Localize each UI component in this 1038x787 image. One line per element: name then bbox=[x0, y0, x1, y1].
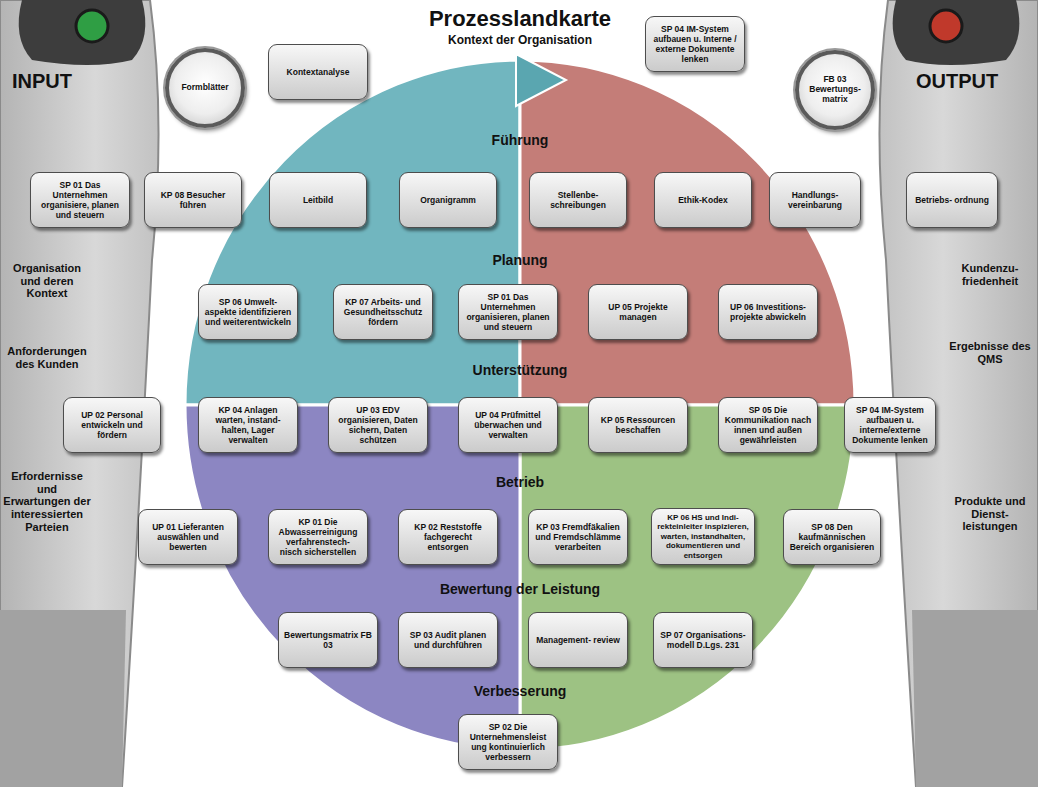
process-box: SP 02 Die Unternehmensleist ung kontinui… bbox=[458, 714, 558, 770]
input-label: Erfordernisse und Erwartungen der intere… bbox=[2, 470, 92, 533]
output-heading: OUTPUT bbox=[916, 70, 1034, 93]
joystick-cap bbox=[893, 0, 1020, 65]
left-grip bbox=[0, 0, 159, 787]
input-label: Organisation und deren Kontext bbox=[2, 262, 92, 300]
process-box: SP 04 IM-System aufbauen u. Interne / ex… bbox=[645, 16, 745, 72]
section-heading: Bewertung der Leistung bbox=[400, 581, 640, 597]
box-label: Organigramm bbox=[405, 195, 491, 205]
box-label: KP 07 Arbeits- und Gesundheitsschutz för… bbox=[339, 297, 427, 327]
box-label: SP 04 IM-System aufbauen u. interne/exte… bbox=[850, 405, 930, 445]
process-box: KP 08 Besucher führen bbox=[144, 172, 242, 228]
process-box: Organigramm bbox=[399, 172, 497, 228]
process-box: SP 08 Den kaufmännischen Bereich organis… bbox=[783, 509, 881, 565]
process-box: UP 05 Projekte managen bbox=[588, 284, 688, 340]
box-label: SP 06 Umwelt- aspekte identifizieren und… bbox=[204, 297, 292, 327]
box-label: SP 08 Den kaufmännischen Bereich organis… bbox=[789, 522, 875, 552]
box-label: SP 07 Organisations- modell D.Lgs. 231 bbox=[659, 630, 747, 650]
box-label: KP 02 Reststoffe fachgerecht entsorgen bbox=[404, 522, 492, 552]
cycle-arrowhead bbox=[516, 54, 566, 106]
process-box: UP 02 Personal entwickeln und fördern bbox=[63, 397, 161, 453]
box-label: UP 03 EDV organisieren, Daten sichern, D… bbox=[334, 405, 422, 445]
process-box: SP 06 Umwelt- aspekte identifizieren und… bbox=[198, 284, 298, 340]
box-label: SP 05 Die Kommunikation nach innen und a… bbox=[724, 405, 812, 445]
process-box: SP 01 Das Unternehmen organisieren, plan… bbox=[458, 284, 558, 340]
process-box: UP 06 Investitions- projekte abwickeln bbox=[718, 284, 818, 340]
process-box: UP 04 Prüfmittel überwachen und verwalte… bbox=[458, 397, 558, 453]
process-box: SP 03 Audit planen und durchführen bbox=[398, 612, 498, 668]
green-button bbox=[76, 10, 108, 42]
section-heading: Führung bbox=[400, 132, 640, 148]
box-label: Leitbild bbox=[275, 195, 361, 205]
process-box: SP 01 Das Unternehmen organisiere, plane… bbox=[30, 172, 130, 228]
process-box: SP 05 Die Kommunikation nach innen und a… bbox=[718, 397, 818, 453]
diagram-title: Prozesslandkarte bbox=[370, 6, 670, 31]
box-label: Ethik-Kodex bbox=[660, 195, 746, 205]
process-box: KP 03 Fremdfäkalien und Fremdschlämme ve… bbox=[528, 509, 628, 565]
process-box: KP 01 Die Abwasserreinigung verfahrenste… bbox=[268, 509, 368, 565]
box-label: UP 02 Personal entwickeln und fördern bbox=[69, 410, 155, 440]
box-label: SP 01 Das Unternehmen organisiere, plane… bbox=[36, 180, 124, 220]
process-box: KP 02 Reststoffe fachgerecht entsorgen bbox=[398, 509, 498, 565]
process-box: Kontextanalyse bbox=[268, 44, 368, 100]
process-box: KP 07 Arbeits- und Gesundheitsschutz för… bbox=[333, 284, 433, 340]
output-label: Kundenzu- friedenheit bbox=[944, 262, 1036, 287]
grip-base bbox=[912, 610, 1038, 787]
joystick-cap bbox=[19, 0, 146, 65]
gauge-node: Formblätter bbox=[165, 48, 245, 128]
process-box: Ethik-Kodex bbox=[654, 172, 752, 228]
right-grip bbox=[879, 0, 1038, 787]
box-label: UP 04 Prüfmittel überwachen und verwalte… bbox=[464, 410, 552, 440]
process-box: UP 03 EDV organisieren, Daten sichern, D… bbox=[328, 397, 428, 453]
box-label: UP 01 Lieferanten auswählen und bewerten bbox=[144, 522, 232, 552]
box-label: KP 04 Anlagen warten, instand- halten, L… bbox=[204, 405, 292, 445]
grip-base bbox=[0, 610, 126, 787]
output-label: Ergebnisse des QMS bbox=[944, 340, 1036, 365]
box-label: KP 05 Ressourcen beschaffen bbox=[594, 415, 682, 435]
box-label: Bewertungsmatrix FB 03 bbox=[284, 630, 372, 650]
box-label: SP 03 Audit planen und durchführen bbox=[404, 630, 492, 650]
box-label: Handlungs- vereinbarung bbox=[775, 190, 855, 210]
process-box: SP 07 Organisations- modell D.Lgs. 231 bbox=[653, 612, 753, 668]
process-box: Betriebs- ordnung bbox=[906, 172, 998, 228]
box-label: FB 03 Bewertungs- matrix bbox=[809, 75, 861, 104]
box-label: Kontextanalyse bbox=[274, 67, 362, 77]
section-heading: Verbesserung bbox=[400, 683, 640, 699]
box-label: Betriebs- ordnung bbox=[912, 195, 992, 205]
pdca-quarter bbox=[520, 405, 855, 750]
box-label: UP 05 Projekte managen bbox=[594, 302, 682, 322]
red-button bbox=[930, 10, 962, 42]
section-heading: Betrieb bbox=[400, 474, 640, 490]
box-label: Management- review bbox=[534, 635, 622, 645]
gauge-node: FB 03 Bewertungs- matrix bbox=[795, 50, 875, 130]
subtitle: Kontext der Organisation bbox=[370, 34, 670, 48]
process-box: Management- review bbox=[528, 612, 628, 668]
process-box: SP 04 IM-System aufbauen u. interne/exte… bbox=[844, 397, 936, 453]
box-label: Stellenbe- schreibungen bbox=[535, 190, 621, 210]
box-label: KP 06 HS und Indi- rekteinleiter inspizi… bbox=[657, 513, 749, 560]
process-box: UP 01 Lieferanten auswählen und bewerten bbox=[138, 509, 238, 565]
process-box: KP 06 HS und Indi- rekteinleiter inspizi… bbox=[651, 508, 755, 565]
box-label: KP 03 Fremdfäkalien und Fremdschlämme ve… bbox=[534, 522, 622, 552]
process-box: Bewertungsmatrix FB 03 bbox=[278, 612, 378, 668]
box-label: SP 02 Die Unternehmensleist ung kontinui… bbox=[464, 722, 552, 762]
box-label: SP 01 Das Unternehmen organisieren, plan… bbox=[464, 292, 552, 332]
process-box: Handlungs- vereinbarung bbox=[769, 172, 861, 228]
output-label: Produkte und Dienst- leistungen bbox=[944, 495, 1036, 533]
process-box: KP 04 Anlagen warten, instand- halten, L… bbox=[198, 397, 298, 453]
box-label: KP 08 Besucher führen bbox=[150, 190, 236, 210]
process-box: Stellenbe- schreibungen bbox=[529, 172, 627, 228]
box-label: KP 01 Die Abwasserreinigung verfahrenste… bbox=[274, 517, 362, 557]
box-label: UP 06 Investitions- projekte abwickeln bbox=[724, 302, 812, 322]
section-heading: Planung bbox=[400, 252, 640, 268]
process-box: Leitbild bbox=[269, 172, 367, 228]
input-heading: INPUT bbox=[12, 70, 132, 93]
section-heading: Unterstützung bbox=[400, 362, 640, 378]
box-label: SP 04 IM-System aufbauen u. Interne / ex… bbox=[651, 24, 739, 64]
input-label: Anforderungen des Kunden bbox=[2, 345, 92, 370]
pdca-quarter bbox=[185, 405, 520, 750]
box-label: Formblätter bbox=[181, 83, 228, 93]
process-box: KP 05 Ressourcen beschaffen bbox=[588, 397, 688, 453]
